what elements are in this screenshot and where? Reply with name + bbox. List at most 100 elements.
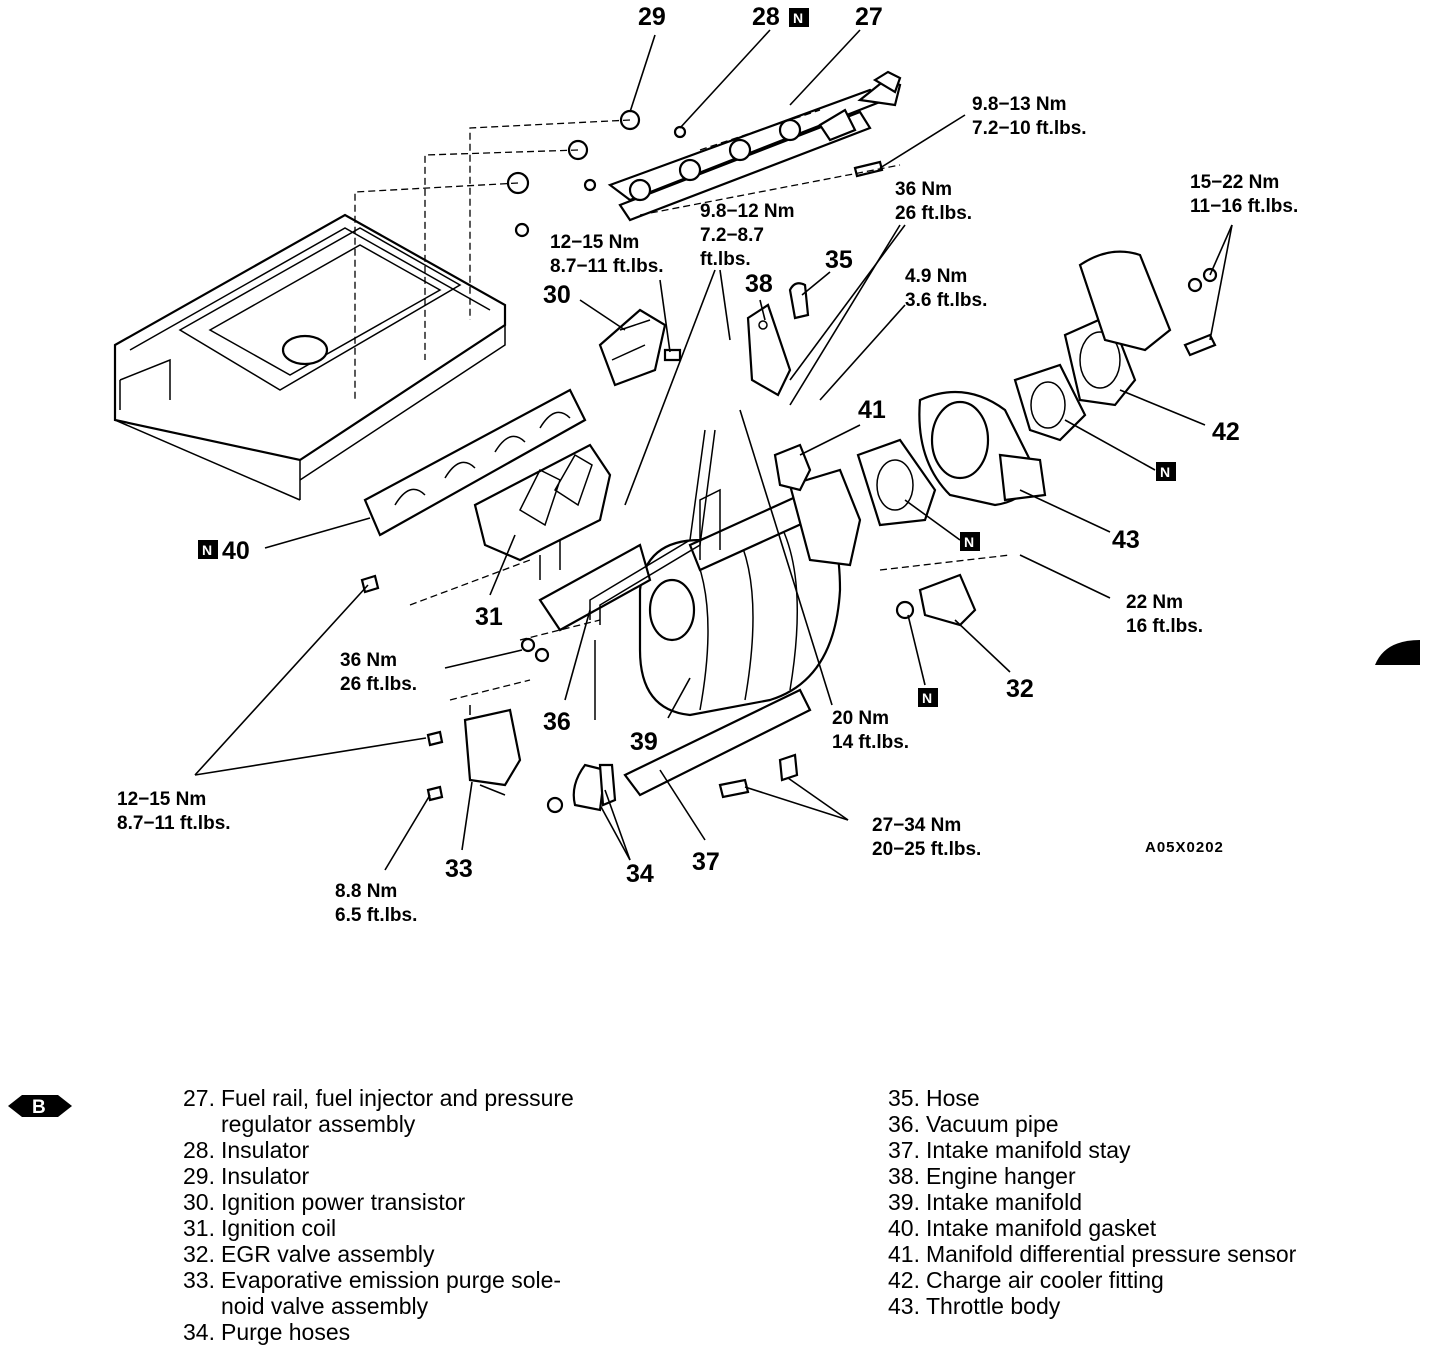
callout-33: 33 <box>445 855 473 883</box>
fuel-rail-drawing <box>607 70 902 222</box>
pressure-sensor-drawing <box>773 443 812 492</box>
svg-text:8.7−11 ft.lbs.: 8.7−11 ft.lbs. <box>117 813 231 834</box>
svg-text:8.7−11 ft.lbs.: 8.7−11 ft.lbs. <box>550 256 664 277</box>
callout-27: 27 <box>855 3 883 31</box>
legend-item: 27.Fuel rail, fuel injector and pressure <box>167 1085 727 1111</box>
torque-sensor-36: 36 Nm 26 ft.lbs. <box>895 179 972 224</box>
n-mark-28: N <box>789 8 809 27</box>
legend-item: 43.Throttle body <box>872 1293 1432 1319</box>
n-mark-gasket-43: N <box>960 532 980 551</box>
n-mark-40: N <box>198 540 218 559</box>
figure-code: A05X0202 <box>1145 839 1224 856</box>
legend-item-number: 35. <box>888 1085 920 1111</box>
purge-solenoid-drawing <box>426 705 522 802</box>
alignment-lines <box>354 109 901 400</box>
svg-text:22 Nm: 22 Nm <box>1126 592 1183 613</box>
legend-item-text: Manifold differential pressure sensor <box>926 1241 1297 1267</box>
callout-41: 41 <box>858 396 886 424</box>
throttle-body-drawing <box>856 363 1087 527</box>
callout-40: 40 <box>222 537 250 565</box>
legend-item-number: 27. <box>183 1085 215 1111</box>
legend-item: 33.Evaporative emission purge sole- <box>167 1267 727 1293</box>
svg-text:N: N <box>793 10 803 26</box>
svg-text:N: N <box>1160 464 1170 480</box>
ignition-transistor-drawing <box>598 308 682 387</box>
legend-item-text: Hose <box>926 1085 980 1111</box>
svg-text:27−34 Nm: 27−34 Nm <box>872 815 961 836</box>
legend-item-text: Throttle body <box>926 1293 1061 1319</box>
legend-item: 35.Hose <box>872 1085 1432 1111</box>
svg-text:3.6 ft.lbs.: 3.6 ft.lbs. <box>905 290 987 311</box>
torque-stay: 27−34 Nm 20−25 ft.lbs. <box>872 815 981 860</box>
torque-manifold: 12−15 Nm 8.7−11 ft.lbs. <box>117 789 231 834</box>
legend-item-text: Ignition power transistor <box>221 1189 466 1215</box>
legend-item: 34.Purge hoses <box>167 1319 727 1345</box>
callout-31: 31 <box>475 603 503 631</box>
legend-item-number: 34. <box>183 1319 215 1345</box>
legend-item-number: 42. <box>888 1267 920 1293</box>
torque-hanger: 9.8−12 Nm 7.2−8.7 ft.lbs. <box>700 201 795 270</box>
legend-item-text: Intake manifold <box>926 1189 1082 1215</box>
svg-text:11−16 ft.lbs.: 11−16 ft.lbs. <box>1190 196 1298 217</box>
callout-34: 34 <box>626 860 654 888</box>
torque-pipe-20: 20 Nm 14 ft.lbs. <box>832 708 909 753</box>
svg-text:16 ft.lbs.: 16 ft.lbs. <box>1126 616 1203 637</box>
svg-text:9.8−12 Nm: 9.8−12 Nm <box>700 201 795 222</box>
legend-item-number: 40. <box>888 1215 920 1241</box>
svg-text:N: N <box>202 542 212 558</box>
legend-item: 37.Intake manifold stay <box>872 1137 1432 1163</box>
svg-text:9.8−13 Nm: 9.8−13 Nm <box>972 94 1067 115</box>
legend-item: 30.Ignition power transistor <box>167 1189 727 1215</box>
charge-air-cooler-fitting-drawing <box>1063 250 1218 407</box>
legend-item: 36.Vacuum pipe <box>872 1111 1432 1137</box>
torque-fuel-rail: 9.8−13 Nm 7.2−10 ft.lbs. <box>972 94 1087 139</box>
torque-purge: 8.8 Nm 6.5 ft.lbs. <box>335 881 417 926</box>
legend-item-number: 43. <box>888 1293 920 1319</box>
torque-transistor: 12−15 Nm 8.7−11 ft.lbs. <box>550 232 664 277</box>
legend-item: 39.Intake manifold <box>872 1189 1432 1215</box>
legend-item-number <box>167 1293 221 1319</box>
svg-text:8.8 Nm: 8.8 Nm <box>335 881 397 902</box>
svg-text:36 Nm: 36 Nm <box>340 650 397 671</box>
legend-item-text: Intake manifold gasket <box>926 1215 1157 1241</box>
torque-egr: 22 Nm 16 ft.lbs. <box>1126 592 1203 637</box>
legend-item-text: EGR valve assembly <box>221 1241 435 1267</box>
parts-legend: 27.Fuel rail, fuel injector and pressure… <box>0 1085 1440 1356</box>
legend-item-number: 28. <box>183 1137 215 1163</box>
egr-valve-drawing <box>879 554 1011 627</box>
legend-item-number: 39. <box>888 1189 920 1215</box>
legend-item: 32.EGR valve assembly <box>167 1241 727 1267</box>
legend-item: regulator assembly <box>167 1111 727 1137</box>
purge-hoses-drawing <box>546 763 617 814</box>
leader-lines <box>194 29 1233 871</box>
intake-manifold-drawing <box>538 468 862 717</box>
legend-item-number: 31. <box>183 1215 215 1241</box>
legend-item-text: Charge air cooler fitting <box>926 1267 1164 1293</box>
manifold-gasket-drawing <box>363 388 587 537</box>
callout-42: 42 <box>1212 418 1240 446</box>
legend-item-text: Fuel rail, fuel injector and pressure <box>221 1085 574 1111</box>
legend-item-text: Insulator <box>221 1163 310 1189</box>
legend-item-number: 29. <box>183 1163 215 1189</box>
torque-stud-36: 36 Nm 26 ft.lbs. <box>340 650 417 695</box>
n-mark-gasket-42: N <box>1156 462 1176 481</box>
engine-hanger-drawing <box>746 303 792 397</box>
svg-text:B: B <box>32 1097 46 1118</box>
legend-item-number: 38. <box>888 1163 920 1189</box>
ignition-coil-drawing <box>473 443 612 580</box>
svg-text:26 ft.lbs.: 26 ft.lbs. <box>340 674 417 695</box>
svg-text:36 Nm: 36 Nm <box>895 179 952 200</box>
legend-item: 28.Insulator <box>167 1137 727 1163</box>
legend-item: 38.Engine hanger <box>872 1163 1432 1189</box>
callout-32: 32 <box>1006 675 1034 703</box>
svg-text:15−22 Nm: 15−22 Nm <box>1190 172 1279 193</box>
legend-item-number <box>167 1111 221 1137</box>
legend-item-text: Intake manifold stay <box>926 1137 1131 1163</box>
legend-item-text: Ignition coil <box>221 1215 337 1241</box>
svg-text:26 ft.lbs.: 26 ft.lbs. <box>895 203 972 224</box>
callout-39: 39 <box>630 728 658 756</box>
legend-column-left: 27.Fuel rail, fuel injector and pressure… <box>167 1085 727 1345</box>
svg-text:12−15 Nm: 12−15 Nm <box>550 232 639 253</box>
callout-28: 28 <box>752 3 780 31</box>
